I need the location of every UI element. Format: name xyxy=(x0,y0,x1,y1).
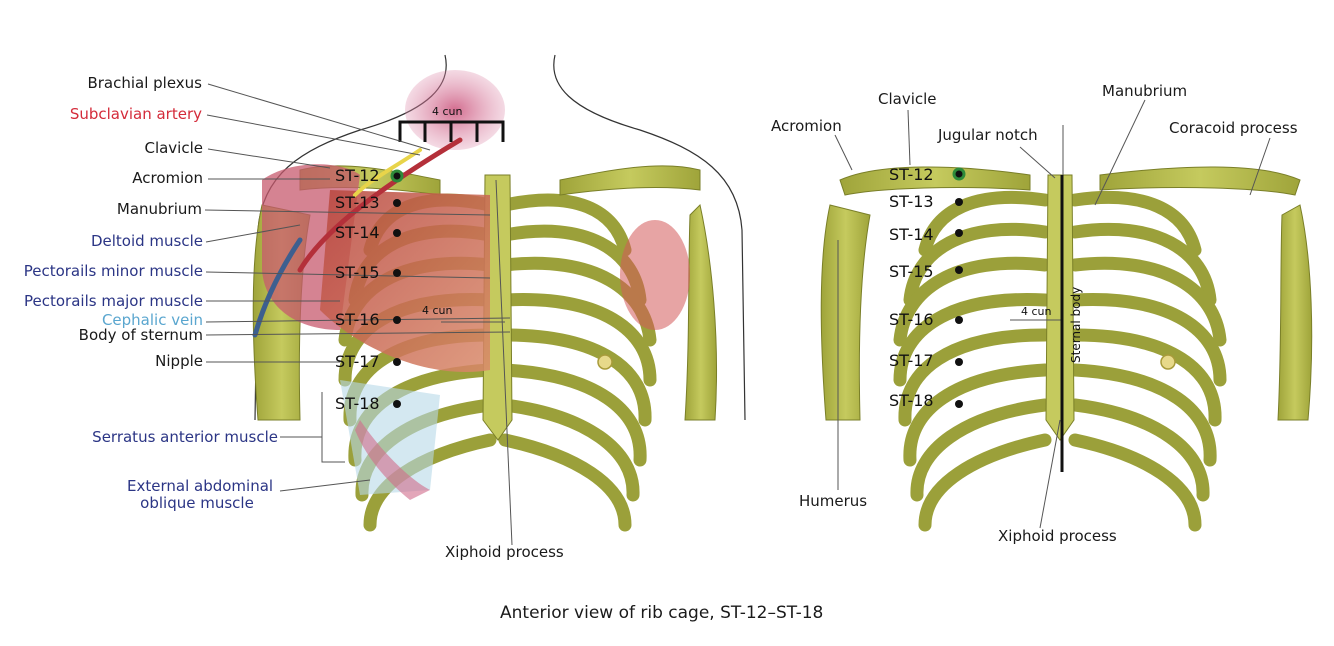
label-manubrium-right: Manubrium xyxy=(1102,83,1187,100)
right-point-st18: ST-18 xyxy=(889,392,934,410)
label-humerus: Humerus xyxy=(799,493,867,510)
right-point-st15: ST-15 xyxy=(889,263,934,281)
right-point-st15-dot xyxy=(955,266,963,274)
label-pectoralis-major: Pectorails major muscle xyxy=(24,293,203,310)
label-manubrium: Manubrium xyxy=(117,201,202,218)
left-point-st14-dot xyxy=(393,229,401,237)
label-pectoralis-minor: Pectorails minor muscle xyxy=(24,263,203,280)
right-point-st18-dot xyxy=(955,400,963,408)
right-point-st14: ST-14 xyxy=(889,226,934,244)
label-clavicle-right: Clavicle xyxy=(878,91,937,108)
label-coracoid-process: Coracoid process xyxy=(1169,120,1298,137)
left-figure-nipple xyxy=(598,355,612,369)
right-point-st12-dot xyxy=(954,169,964,179)
label-external-oblique-line2: oblique muscle xyxy=(127,495,267,512)
label-body-of-sternum: Body of sternum xyxy=(79,327,203,344)
label-sternal-body: Sternal body xyxy=(1070,287,1083,363)
right-point-st17-dot xyxy=(955,358,963,366)
label-subclavian-artery: Subclavian artery xyxy=(70,106,202,123)
left-point-st18-dot xyxy=(393,400,401,408)
label-deltoid-muscle: Deltoid muscle xyxy=(91,233,203,250)
left-point-st17: ST-17 xyxy=(335,353,380,371)
left-point-st13: ST-13 xyxy=(335,194,380,212)
label-cun-mid: 4 cun xyxy=(422,305,453,317)
label-acromion-right: Acromion xyxy=(771,118,842,135)
label-jugular-notch: Jugular notch xyxy=(938,127,1038,144)
right-figure-nipple xyxy=(1161,355,1175,369)
right-point-st16: ST-16 xyxy=(889,311,934,329)
left-point-st15: ST-15 xyxy=(335,264,380,282)
right-point-st13-dot xyxy=(955,198,963,206)
left-point-st12-dot xyxy=(392,171,402,181)
left-point-st14: ST-14 xyxy=(335,224,380,242)
left-point-st15-dot xyxy=(393,269,401,277)
label-cun-right: 4 cun xyxy=(1021,306,1052,318)
right-point-st12: ST-12 xyxy=(889,166,934,184)
right-point-st17: ST-17 xyxy=(889,352,934,370)
label-cun-top: 4 cun xyxy=(432,106,463,118)
right-point-st14-dot xyxy=(955,229,963,237)
label-xiphoid-process-left: Xiphoid process xyxy=(445,544,564,561)
label-xiphoid-process-right: Xiphoid process xyxy=(998,528,1117,545)
right-point-st13: ST-13 xyxy=(889,193,934,211)
right-point-st16-dot xyxy=(955,316,963,324)
left-point-st18: ST-18 xyxy=(335,395,380,413)
left-point-st16-dot xyxy=(393,316,401,324)
label-clavicle: Clavicle xyxy=(144,140,203,157)
label-brachial-plexus: Brachial plexus xyxy=(87,75,202,92)
label-serratus-anterior: Serratus anterior muscle xyxy=(92,429,278,446)
label-nipple: Nipple xyxy=(155,353,203,370)
label-acromion: Acromion xyxy=(132,170,203,187)
left-point-st16: ST-16 xyxy=(335,311,380,329)
left-point-st17-dot xyxy=(393,358,401,366)
left-point-st12: ST-12 xyxy=(335,167,380,185)
label-external-oblique-line1: External abdominal xyxy=(127,478,267,495)
figure-caption: Anterior view of rib cage, ST-12–ST-18 xyxy=(500,603,823,623)
left-point-st13-dot xyxy=(393,199,401,207)
